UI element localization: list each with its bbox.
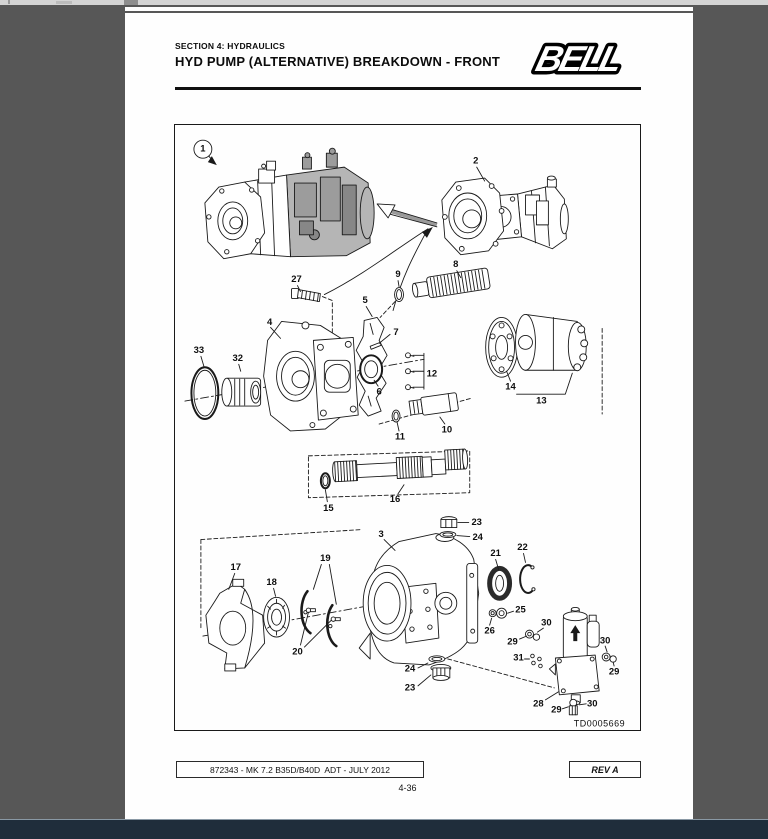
- page-header: SECTION 4: HYDRAULICS HYD PUMP (ALTERNAT…: [175, 41, 500, 69]
- swash-plate-17: [205, 578, 266, 672]
- fitting-29-30-left: [525, 629, 541, 641]
- snap-ring-22: [519, 564, 536, 594]
- fitting-29-30-right: [601, 652, 617, 663]
- circlip-15: [319, 472, 331, 490]
- callout-29: 29: [551, 704, 562, 715]
- toolbar-tab-marker: [124, 0, 138, 5]
- pump-front-2: [441, 175, 569, 256]
- callout-8: 8: [453, 259, 458, 270]
- callout-21: 21: [490, 548, 501, 559]
- drive-shaft-16: [332, 448, 469, 483]
- bushing-32: [221, 377, 262, 407]
- screws-31: [530, 653, 543, 669]
- callout-27: 27: [291, 274, 301, 285]
- pins-20: [305, 607, 341, 622]
- callout-11: 11: [395, 431, 405, 442]
- oring-11: [391, 409, 401, 423]
- callout-10: 10: [442, 424, 453, 435]
- callout-19: 19: [320, 553, 331, 564]
- callout-14: 14: [505, 382, 516, 393]
- section-label: SECTION 4: HYDRAULICS: [175, 41, 285, 51]
- callout-16: 16: [390, 494, 401, 505]
- callout-26: 26: [484, 626, 495, 637]
- callout-30: 30: [587, 698, 598, 709]
- callout-24: 24: [405, 663, 416, 674]
- housing-3: [358, 533, 480, 666]
- callout-20: 20: [292, 647, 303, 658]
- callout-29: 29: [507, 637, 518, 648]
- leader-lines: [200, 166, 615, 710]
- callout-18: 18: [266, 577, 277, 588]
- callout-22: 22: [517, 542, 528, 553]
- doc-reference-box: 872343 - MK 7.2 B35D/B40D ADT - JULY 201…: [176, 761, 424, 778]
- valve-sleeve-10: [408, 392, 459, 416]
- nut-25: [496, 607, 508, 619]
- control-valve-28: [548, 606, 600, 706]
- revision-box: REV A: [569, 761, 641, 778]
- screws-12: [405, 352, 425, 391]
- fitting-29-30-bottom: [568, 698, 578, 716]
- viewer-toolbar[interactable]: [0, 0, 768, 5]
- bearing-18: [263, 596, 290, 638]
- oring-33: [190, 366, 220, 421]
- callout-30: 30: [541, 618, 552, 629]
- plug-23-bottom: [430, 664, 452, 681]
- callout-1: 1: [200, 144, 205, 155]
- page-title: HYD PUMP (ALTERNATIVE) BREAKDOWN - FRONT: [175, 54, 501, 69]
- oring-24-bottom: [428, 655, 446, 663]
- revision-label: REV A: [591, 764, 619, 775]
- callout-2: 2: [473, 156, 478, 167]
- callout-12: 12: [427, 369, 438, 380]
- previous-page-edge: [125, 7, 693, 11]
- callout-25: 25: [515, 605, 526, 616]
- callout-3: 3: [378, 529, 383, 540]
- doc-reference: 872343 - MK 7.2 B35D/B40D ADT - JULY 201…: [209, 764, 391, 775]
- bell-logo-face: BELL: [532, 39, 626, 79]
- callout-6: 6: [376, 387, 381, 398]
- oring-9: [394, 287, 404, 302]
- pin-7: [369, 341, 382, 350]
- toolbar-mark: [56, 1, 72, 4]
- callout-4: 4: [267, 317, 273, 328]
- callout-30: 30: [600, 636, 611, 647]
- header-rule: [175, 87, 641, 90]
- pump-assembly-1: [204, 147, 375, 260]
- callout-28: 28: [533, 698, 544, 709]
- bell-logo-outline: BELL: [532, 39, 626, 79]
- bearing-14: [485, 317, 518, 378]
- callout-23: 23: [471, 517, 482, 528]
- oring-24-top: [439, 531, 457, 538]
- callout-24: 24: [472, 532, 483, 543]
- callout-31: 31: [513, 653, 524, 664]
- washer-26: [488, 609, 497, 618]
- toolbar-mark: [8, 0, 10, 4]
- bearing-6: [359, 354, 384, 385]
- bolt-27: [291, 288, 321, 302]
- document-page: SECTION 4: HYDRAULICS HYD PUMP (ALTERNAT…: [125, 13, 693, 819]
- taskbar[interactable]: [0, 819, 768, 839]
- callout-9: 9: [395, 269, 400, 280]
- assembly-arrows: [323, 203, 438, 311]
- callout-29: 29: [609, 666, 620, 677]
- shaft-seal-21: [487, 565, 513, 601]
- bearing-shells-19: [300, 590, 338, 648]
- bell-logo: BELL BELL: [529, 35, 630, 81]
- callout-7: 7: [393, 327, 398, 338]
- housing-4: [263, 321, 359, 432]
- callout-15: 15: [323, 503, 334, 514]
- plug-23-top: [440, 516, 458, 529]
- exploded-diagram: TD0005669 123456789101112131415161718192…: [184, 139, 625, 729]
- page-number: 4-36: [398, 783, 417, 793]
- callout-23: 23: [405, 682, 416, 693]
- callout-32: 32: [232, 353, 243, 364]
- callout-5: 5: [363, 295, 368, 306]
- rotor-13: [515, 314, 589, 372]
- callout-33: 33: [194, 345, 205, 356]
- drawing-code: TD0005669: [574, 719, 625, 729]
- coupling-8: [412, 267, 491, 299]
- callout-13: 13: [536, 396, 547, 407]
- callout-17: 17: [230, 562, 241, 573]
